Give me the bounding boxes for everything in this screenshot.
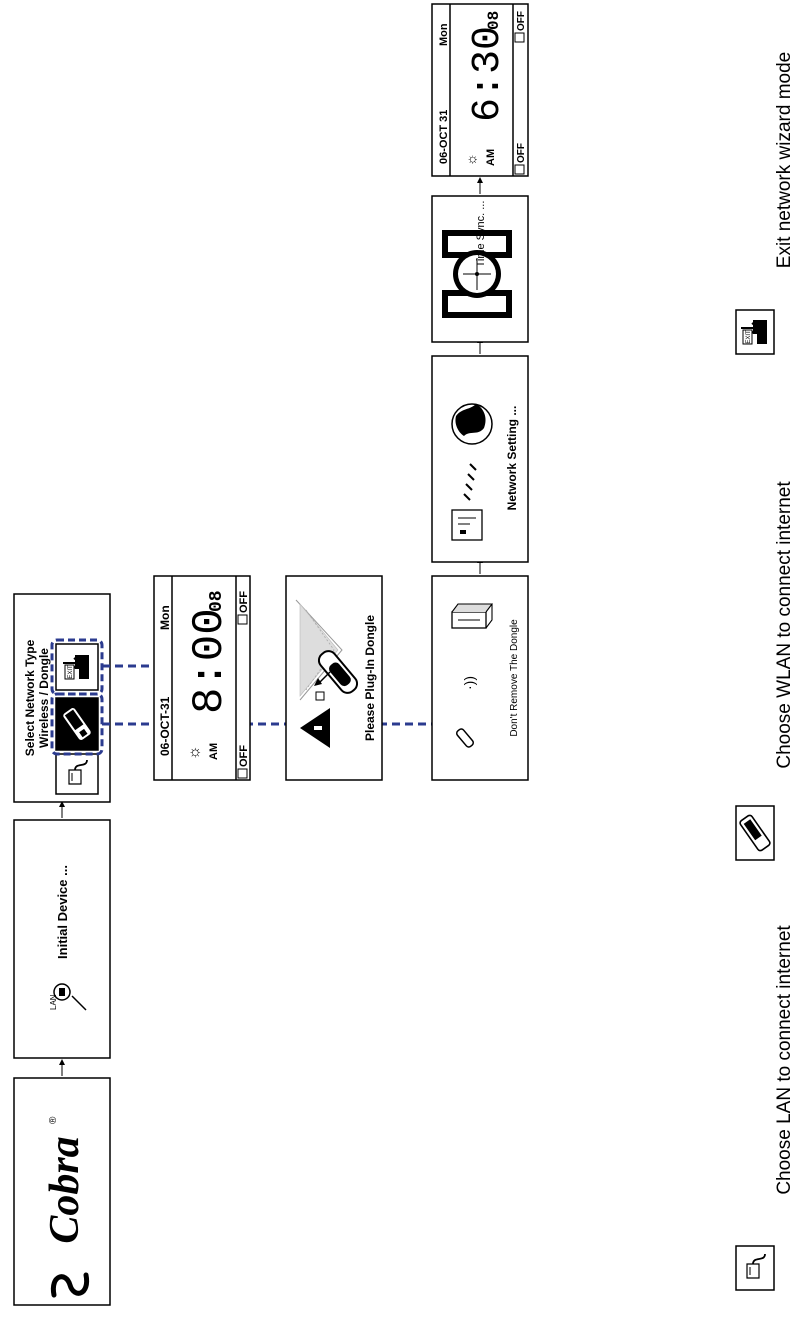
clock-b-alarm2: OFF [516, 11, 527, 31]
connector-wlan-to-dontremove [340, 600, 486, 726]
clock-b-day: Mon [438, 23, 450, 46]
alarm2-icon [514, 32, 525, 43]
lan-icon-label: LAN [49, 994, 58, 1010]
legend-lan-icon [735, 1245, 775, 1291]
alarm1-icon [237, 768, 248, 779]
clock-b-alarm1: OFF [516, 143, 527, 163]
router-icon [451, 603, 494, 629]
legend-exit-icon: EXIT [735, 309, 775, 355]
plug-in-graphic [295, 599, 359, 701]
legend-wlan-text: Choose WLAN to connect internet [774, 481, 793, 769]
exit-icon-text: EXIT [68, 665, 74, 679]
legend: Choose LAN to connect internet Choose WL… [735, 52, 793, 1291]
time-sync-text: Time Sync. ... [475, 201, 487, 268]
screen-dont-remove-dongle: ·)) Don't Remove The Dongle [431, 575, 529, 781]
clock-b-seconds: 08 [485, 11, 503, 30]
clock-a-seconds: 08 [207, 590, 227, 612]
network-device-icon [451, 509, 483, 541]
registered-mark: ® [48, 1116, 59, 1124]
globe-icon [451, 403, 493, 445]
screen-select-network: Select Network Type Wireless / Dongle [13, 593, 111, 803]
clock-b-date: 06-OCT 31 [438, 110, 450, 164]
dont-remove-text: Don't Remove The Dongle [509, 619, 520, 737]
screen-network-setting: Network Setting ... [431, 355, 529, 563]
option-exit-icon[interactable]: EXIT [55, 643, 99, 691]
plug-in-text: Please Plug-In Dongle [363, 615, 377, 741]
select-network-title: Select Network Type [23, 639, 37, 756]
screen-clock-synced: 06-OCT 31 Mon ☼ AM 6:30 08 OFF OFF [431, 3, 529, 177]
legend-exit-icon-text: EXIT [746, 330, 752, 344]
screen-initial-device: Initial Device ... LAN [13, 819, 111, 1059]
select-network-subtitle: Wireless / Dongle [37, 648, 51, 748]
alarm2-icon [237, 614, 248, 625]
screen-time-sync: Time Sync. ... [431, 195, 529, 343]
dongle-signal-icon: ·)) [455, 676, 477, 748]
alarm1-icon [514, 164, 525, 175]
clock-a-ampm: AM [208, 743, 220, 760]
network-dashes [463, 463, 477, 501]
option-lan-icon[interactable] [55, 753, 99, 795]
clock-b-time: 6:30 [466, 26, 511, 122]
clock-a-time: 8:00 [185, 608, 235, 714]
screen-clock-exit: 06-OCT-31 Mon ☼ AM 8:00 08 OFF OFF [153, 575, 251, 781]
clock-a-date: 06-OCT-31 [158, 696, 172, 756]
legend-exit-text: Exit network wizard mode [774, 52, 793, 268]
cobra-snake-icon [50, 1272, 90, 1298]
screen-cobra-logo: Cobra ® [13, 1077, 111, 1306]
watch-icon [442, 230, 512, 318]
cobra-logo-text: Cobra [42, 1136, 88, 1243]
clock-a-alarm1: OFF [238, 745, 250, 767]
clock-b-ampm: AM [485, 149, 497, 166]
sun-icon: ☼ [463, 153, 479, 166]
warning-icon [300, 708, 330, 748]
clock-a-alarm2: OFF [238, 591, 250, 613]
sun-icon: ☼ [186, 745, 203, 760]
clock-a-day: Mon [158, 605, 172, 630]
lan-cable-icon: LAN [49, 983, 87, 1011]
legend-wlan-icon [735, 805, 775, 861]
option-wlan-dongle-icon[interactable] [55, 697, 99, 751]
network-setting-text: Network Setting ... [505, 406, 519, 511]
initial-device-text: Initial Device ... [55, 865, 70, 959]
svg-text:·)): ·)) [461, 676, 477, 690]
screen-plug-in-dongle: Please Plug-In Dongle [285, 575, 383, 781]
legend-lan-text: Choose LAN to connect internet [774, 925, 793, 1195]
